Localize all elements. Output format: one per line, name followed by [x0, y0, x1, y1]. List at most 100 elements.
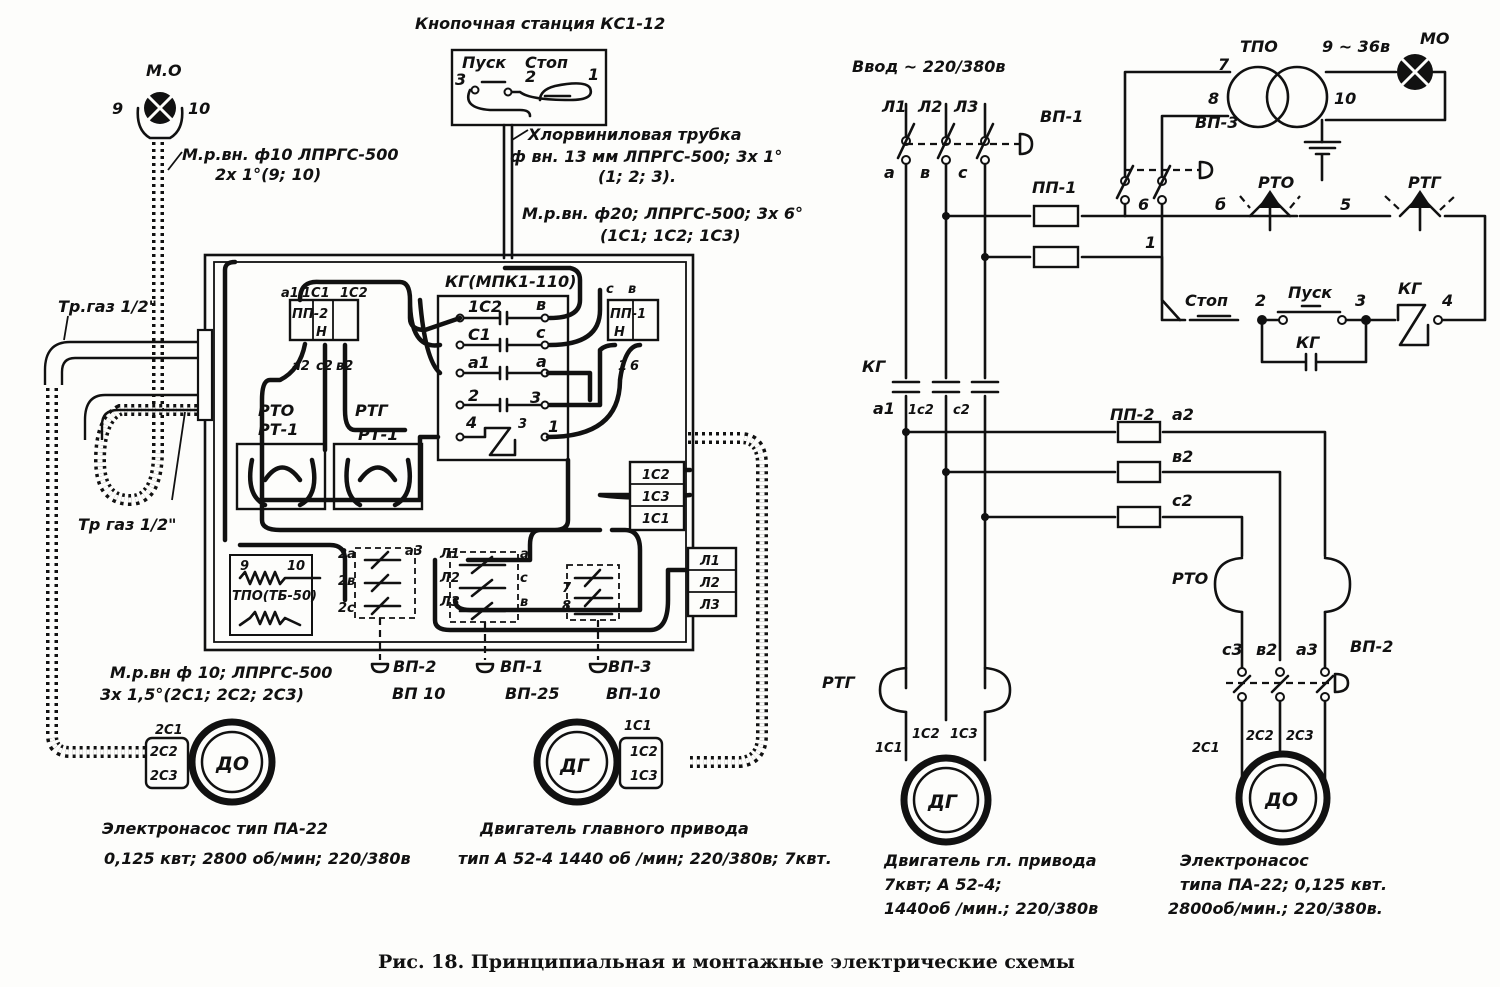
kg-left-term: С1	[468, 325, 491, 344]
kg-coil-term: 3	[518, 417, 527, 432]
switch-vp2-blades	[370, 550, 390, 616]
pump-caption-2: типа ПА-22; 0,125 квт.	[1180, 875, 1387, 894]
contactor-coil-icon	[458, 426, 517, 457]
gas-pipe-bottom-label: Тр газ 1/2"	[78, 515, 176, 534]
relay-rto-type: РТ-1	[258, 420, 298, 439]
pp1-top-term: с	[606, 282, 614, 297]
vp3-name: ВП-3	[608, 657, 651, 676]
lamp-flexible-conduit	[93, 142, 200, 507]
input-term: Л2	[699, 576, 720, 591]
do-term: 2С2	[1246, 729, 1274, 744]
vp2-term: 2а	[338, 547, 356, 562]
phase-label: в	[920, 163, 930, 182]
kg-right-term: 1	[548, 417, 559, 436]
lamp-cross	[146, 94, 174, 122]
phase-label: а	[884, 163, 895, 182]
main-motor-label: ДГ	[927, 791, 958, 813]
vp1-term: в	[520, 595, 528, 610]
transformer-term: 8	[1208, 89, 1219, 108]
main-contactor-label: КГ	[862, 357, 886, 376]
line-label: Л1	[881, 97, 906, 116]
contactor-kg: КГ(МПК1-110) 1С2 С1 а1	[436, 272, 576, 462]
tpo-term-10: 10	[287, 559, 305, 574]
rto-heater-label: РТО	[1172, 569, 1209, 588]
pump-caption-1: Электронасос	[1180, 851, 1309, 870]
main-motor-caption-3: 1440об /мин.; 220/380в	[884, 899, 1098, 918]
leader-line	[63, 315, 186, 501]
contactor-coil-icon	[1396, 303, 1430, 347]
motor-term: 1С3	[642, 490, 670, 505]
node-label: 1	[1145, 233, 1156, 252]
gas-pipe-top-label: Тр.газ 1/2"	[58, 297, 157, 316]
bs-term-1: 1	[588, 65, 599, 84]
mounting-diagram: Кнопочная станция КС1-12 Пуск Стоп 3 2 1…	[43, 14, 832, 868]
contactor-output: 1с2	[908, 403, 934, 418]
switch-vp2-box: 2а а3 2в 2с	[338, 544, 423, 660]
pump-term: 2С3	[150, 769, 178, 784]
main-motor-icon	[900, 754, 992, 846]
kg-left-term: 4	[465, 413, 477, 432]
pp2-output: с2	[1172, 491, 1193, 510]
lamp-label: М.О	[146, 61, 182, 80]
pump-term: 2С1	[155, 723, 183, 738]
do-term: 2С1	[1192, 741, 1220, 756]
stop-label: Стоп	[525, 53, 568, 72]
contactor-output: с2	[953, 403, 970, 418]
fuse-icon	[1116, 460, 1162, 484]
transformer-term: 9 ~ 36в	[1322, 37, 1390, 56]
input-term: Л3	[699, 598, 720, 613]
kg-right-term: 3	[530, 388, 541, 407]
contactor-output: а1	[873, 399, 895, 418]
fuse-pp2-label: ПП-2	[292, 307, 328, 322]
main-motor-dg-mounting: ДГ 1С1 1С2 1С3	[533, 718, 664, 806]
switch-vp3-box: 7 8	[562, 564, 620, 660]
leader-line	[511, 129, 529, 141]
pump-cable-line2: 3х 1,5°(2С1; 2С2; 2С3)	[100, 685, 304, 704]
power-bus	[904, 162, 987, 380]
switch-handle-icon	[370, 662, 390, 674]
switch-handle-icon	[588, 662, 608, 674]
kg-left-term: 2	[468, 386, 479, 405]
switch-handle-icon	[1018, 132, 1034, 156]
main-switch-blades	[896, 122, 995, 160]
pp2-label: ПП-2	[1110, 405, 1155, 424]
vp2-term: 2с	[338, 601, 355, 616]
pump-caption-1: Электронасос тип ПА-22	[102, 819, 328, 838]
leader-line	[167, 151, 183, 171]
vp2-label: ВП-2	[1350, 637, 1393, 656]
pump-terminal-box	[144, 736, 190, 790]
control-cable-tube	[502, 123, 514, 260]
cable-note-1-line2: ф вн. 13 мм ЛПРГС-500; 3х 1°	[510, 147, 782, 166]
kg-right-term: в	[536, 295, 546, 314]
vp1-label: ВП-1	[1040, 107, 1083, 126]
vp2-type: ВП 10	[392, 684, 445, 703]
terminal	[503, 87, 513, 97]
phase-label: с	[958, 163, 968, 182]
dg-term: 1С2	[912, 727, 940, 742]
input-term: Л1	[699, 554, 720, 569]
cable-note-2-line1: М.р.вн. ф20; ЛПРГС-500; 3х 6°	[522, 204, 803, 223]
transformer-secondary-icon	[238, 610, 302, 627]
bs-term-3: 3	[455, 70, 466, 89]
line-label: Л3	[953, 97, 978, 116]
switch-handle-icon	[1198, 160, 1214, 180]
dg-term: 1С3	[950, 727, 978, 742]
relay-rto: РТО РТ-1	[235, 401, 327, 511]
cabinet-mounting-panel	[213, 261, 687, 643]
vp1-type: ВП-25	[505, 684, 560, 703]
fuse-icon	[1032, 204, 1080, 228]
schematic-diagram: Ввод ~ 220/380в Л1 Л2 Л3 ВП-1 а в с ПП-1…	[822, 29, 1487, 918]
vp3-term: 7	[562, 581, 572, 596]
start-label: Пуск	[1288, 283, 1333, 302]
kg-right-term: с	[536, 323, 546, 342]
main-motor-term: 1С3	[630, 769, 658, 784]
kg-right-term: а	[536, 352, 547, 371]
lamp-bracket	[136, 106, 184, 140]
transformer-label: ТПО	[1240, 37, 1278, 56]
gas-pipe-bottom	[83, 393, 205, 440]
bs-term-2: 2	[525, 67, 536, 86]
main-motor-label: ДГ	[559, 755, 590, 777]
fuse-icon	[1116, 420, 1162, 444]
vp1-term: Л1	[439, 547, 460, 562]
gas-pipe-top	[43, 340, 205, 385]
